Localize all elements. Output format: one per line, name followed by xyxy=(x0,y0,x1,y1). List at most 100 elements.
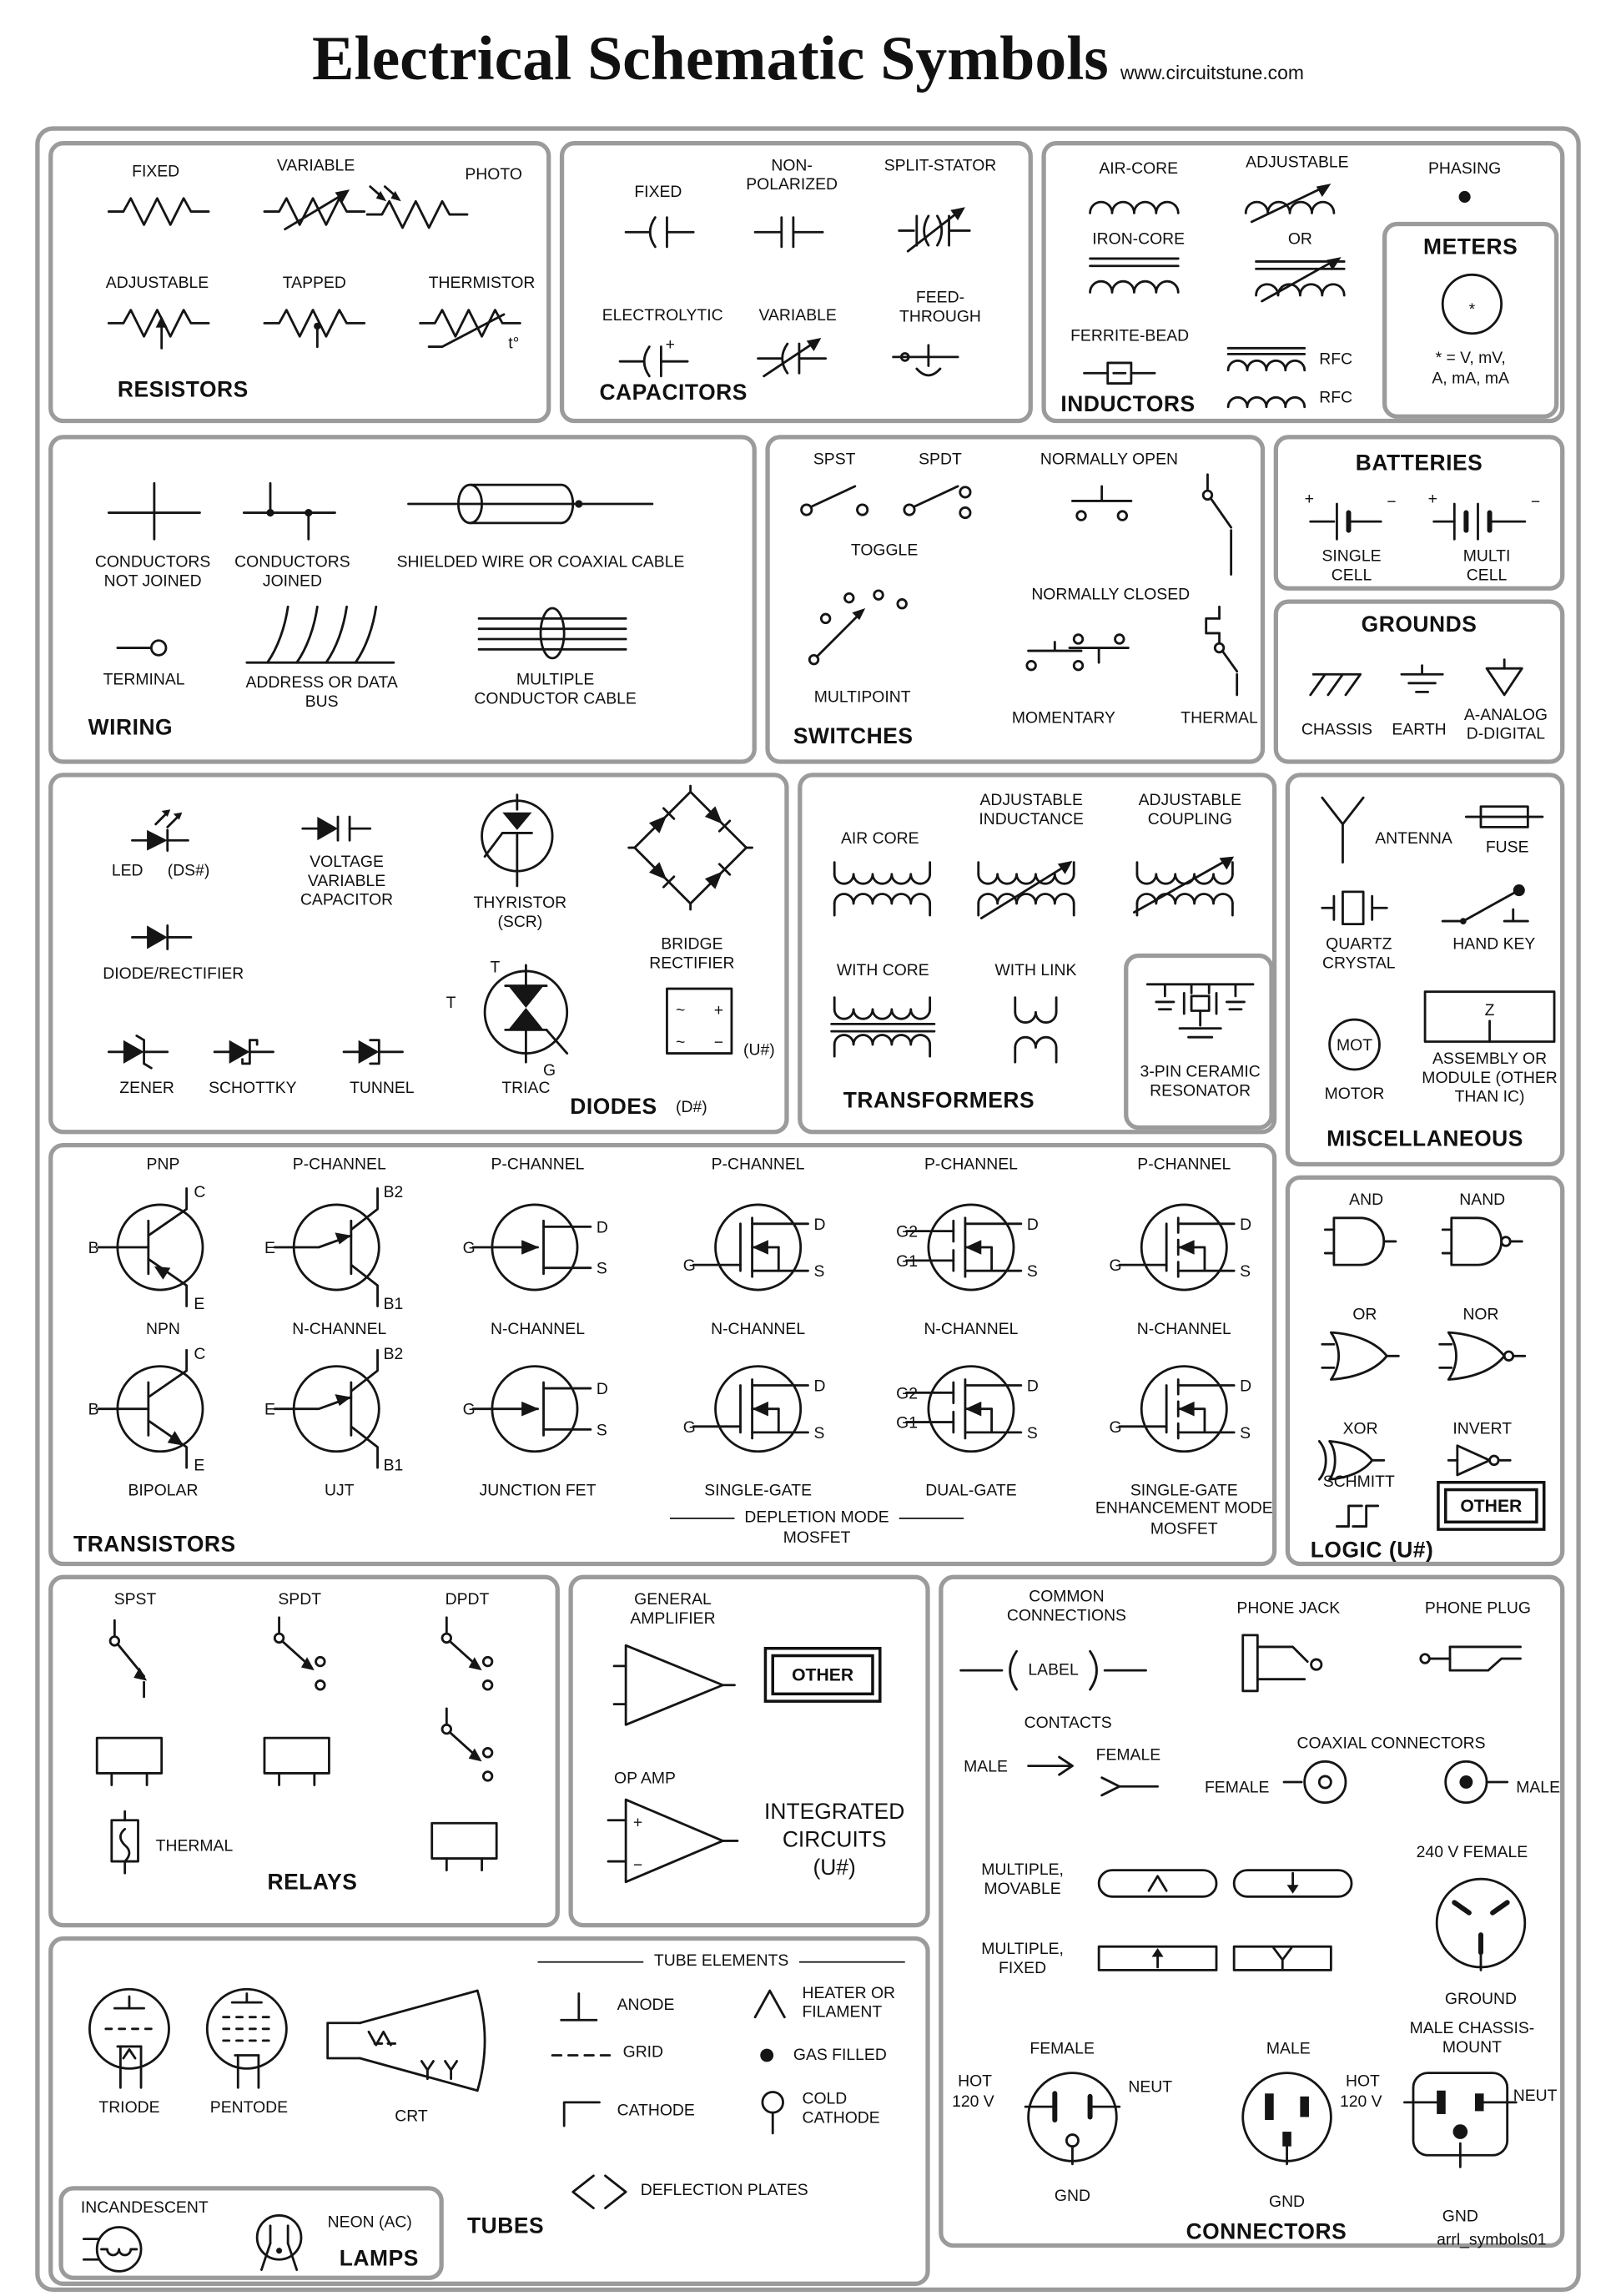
svg-text:B2: B2 xyxy=(384,1345,404,1363)
outer-border xyxy=(35,126,1581,2293)
chassis-ground-icon xyxy=(1309,672,1362,697)
fuse-icon xyxy=(1464,805,1544,828)
svg-text:−: − xyxy=(1531,493,1540,511)
tf-adjind-icon xyxy=(977,860,1075,919)
svg-text:G1: G1 xyxy=(896,1414,918,1432)
label-gas-filled: GAS FILLED xyxy=(793,2046,887,2065)
svg-text:S: S xyxy=(1027,1262,1038,1281)
label-multi-cell: MULTI CELL xyxy=(1462,547,1511,585)
label-depletion: DEPLETION MODE xyxy=(670,1508,964,1526)
anode-icon xyxy=(560,1992,598,2022)
label-female-hot: HOT xyxy=(958,2072,993,2091)
label-cap-splitstator: SPLIT-STATOR xyxy=(884,157,997,175)
svg-text:−: − xyxy=(633,1856,642,1875)
label-diodes-dnum: (D#) xyxy=(676,1099,707,1117)
label-pch-3: P-CHANNEL xyxy=(711,1156,805,1174)
grounds-section: GROUNDS CHASSIS EARTH A-ANALOG D-DIGITAL xyxy=(1273,599,1565,764)
conductors-not-joined-icon xyxy=(107,481,201,541)
label-ind-or: OR xyxy=(1287,230,1312,249)
common-connections-icon xyxy=(959,1649,1147,1691)
label-singlegate-1: SINGLE-GATE xyxy=(704,1482,813,1500)
antenna-icon xyxy=(1321,796,1365,864)
label-female-120v: 120 V xyxy=(952,2093,994,2112)
svg-text:D: D xyxy=(814,1377,826,1396)
shielded-wire-icon xyxy=(407,483,654,525)
svg-text:B: B xyxy=(88,1239,99,1257)
resistor-variable-icon xyxy=(263,189,366,231)
label-single-cell: SINGLE CELL xyxy=(1321,547,1382,585)
label-normally-closed: NORMALLY CLOSED xyxy=(1031,586,1191,604)
label-tf-aircore: AIR CORE xyxy=(840,829,919,848)
inverter-icon xyxy=(1447,1444,1512,1477)
label-normally-open: NORMALLY OPEN xyxy=(1040,451,1178,469)
svg-text:E: E xyxy=(194,1457,204,1475)
svg-text:D: D xyxy=(597,1218,608,1236)
label-jfet: JUNCTION FET xyxy=(479,1482,597,1500)
svg-text:D: D xyxy=(1240,1377,1251,1396)
label-schmitt: SCHMITT xyxy=(1322,1473,1395,1492)
nand-gate-icon xyxy=(1441,1216,1523,1266)
connectors-title: CONNECTORS xyxy=(1186,2219,1347,2245)
phasing-dot-icon xyxy=(1458,190,1471,204)
label-sw-thermal: THERMAL xyxy=(1181,709,1258,728)
tubes-title: TUBES xyxy=(466,2213,545,2239)
label-cold-cathode: COLD CATHODE xyxy=(802,2090,880,2127)
label-tf-adjind: ADJUSTABLE INDUCTANCE xyxy=(979,792,1084,829)
label-invert: INVERT xyxy=(1452,1420,1513,1438)
relay-spst-contact-icon xyxy=(108,1619,148,1699)
label-tf-withlink: WITH LINK xyxy=(994,962,1077,980)
schmitt-icon xyxy=(1336,1504,1380,1528)
outlet-male-icon xyxy=(1241,2072,1332,2166)
label-incandescent: INCANDESCENT xyxy=(80,2199,209,2218)
label-240v: 240 V FEMALE xyxy=(1416,1843,1528,1862)
label-analog-digital: A-ANALOG D-DIGITAL xyxy=(1463,706,1548,743)
lamps-section: INCANDESCENT NEON (AC) LAMPS xyxy=(58,2186,444,2280)
assembly-module-icon: Z xyxy=(1423,990,1556,1043)
label-outlet-female: FEMALE xyxy=(1030,2040,1095,2059)
toggle-no-vertical-icon xyxy=(1201,473,1233,576)
svg-text:S: S xyxy=(814,1262,825,1281)
svg-text:S: S xyxy=(1240,1424,1251,1443)
label-bipolar: BIPOLAR xyxy=(128,1482,199,1500)
label-bridge-unum: (U#) xyxy=(743,1041,775,1060)
meters-note-1: * = V, mV, xyxy=(1435,350,1506,368)
logic-section: AND NAND OR NOR XOR INVERT SCHMITT OTHER… xyxy=(1285,1175,1565,1567)
label-resistor-thermistor: THERMISTOR xyxy=(428,274,536,293)
incandescent-icon xyxy=(82,2226,143,2273)
cap-splitstator-icon xyxy=(898,207,971,253)
resonator-icon xyxy=(1145,983,1255,1039)
label-antenna: ANTENNA xyxy=(1375,829,1452,848)
label-ic-line1: INTEGRATED xyxy=(764,1800,905,1825)
resonator-section: 3-PIN CERAMIC RESONATOR xyxy=(1124,953,1274,1130)
resistor-thermistor-icon: t° xyxy=(419,309,521,352)
capacitors-title: CAPACITORS xyxy=(599,380,748,406)
capacitors-section: FIXED NON-POLARIZED SPLIT-STATOR ELECTRO… xyxy=(559,141,1033,424)
label-schottky: SCHOTTKY xyxy=(209,1080,297,1098)
label-contact-female: FEMALE xyxy=(1095,1746,1161,1765)
svg-text:S: S xyxy=(597,1421,607,1439)
relay-dpdt-coil-icon xyxy=(423,1817,506,1873)
tf-withcore-icon xyxy=(830,996,936,1058)
label-male-120v: 120 V xyxy=(1339,2093,1382,2112)
label-nand: NAND xyxy=(1459,1191,1506,1210)
phone-jack-icon xyxy=(1241,1634,1323,1693)
misc-section: ANTENNA FUSE QUARTZ CRYSTAL HAND KEY MOT… xyxy=(1285,773,1565,1167)
svg-text:E: E xyxy=(194,1295,204,1313)
diodes-title: DIODES xyxy=(570,1094,657,1120)
analog-digital-ground-icon xyxy=(1485,658,1523,697)
svg-text:Z: Z xyxy=(1485,1001,1495,1020)
label-nch-2: N-CHANNEL xyxy=(490,1321,586,1339)
label-resonator: 3-PIN CERAMIC RESONATOR xyxy=(1140,1063,1261,1100)
label-bus: ADDRESS OR DATA BUS xyxy=(245,674,398,712)
label-ic-line2: CIRCUITS xyxy=(782,1827,887,1853)
relays-title: RELAYS xyxy=(267,1870,358,1896)
thyristor-icon xyxy=(481,793,554,888)
label-cap-feedthrough: FEED-THROUGH xyxy=(899,289,981,326)
nor-gate-icon xyxy=(1438,1331,1527,1381)
label-contact-male: MALE xyxy=(964,1758,1008,1776)
label-thyristor: THYRISTOR (SCR) xyxy=(473,894,567,932)
ind-rfc-iron-icon xyxy=(1226,346,1306,372)
label-triac-t1: T xyxy=(490,959,501,977)
